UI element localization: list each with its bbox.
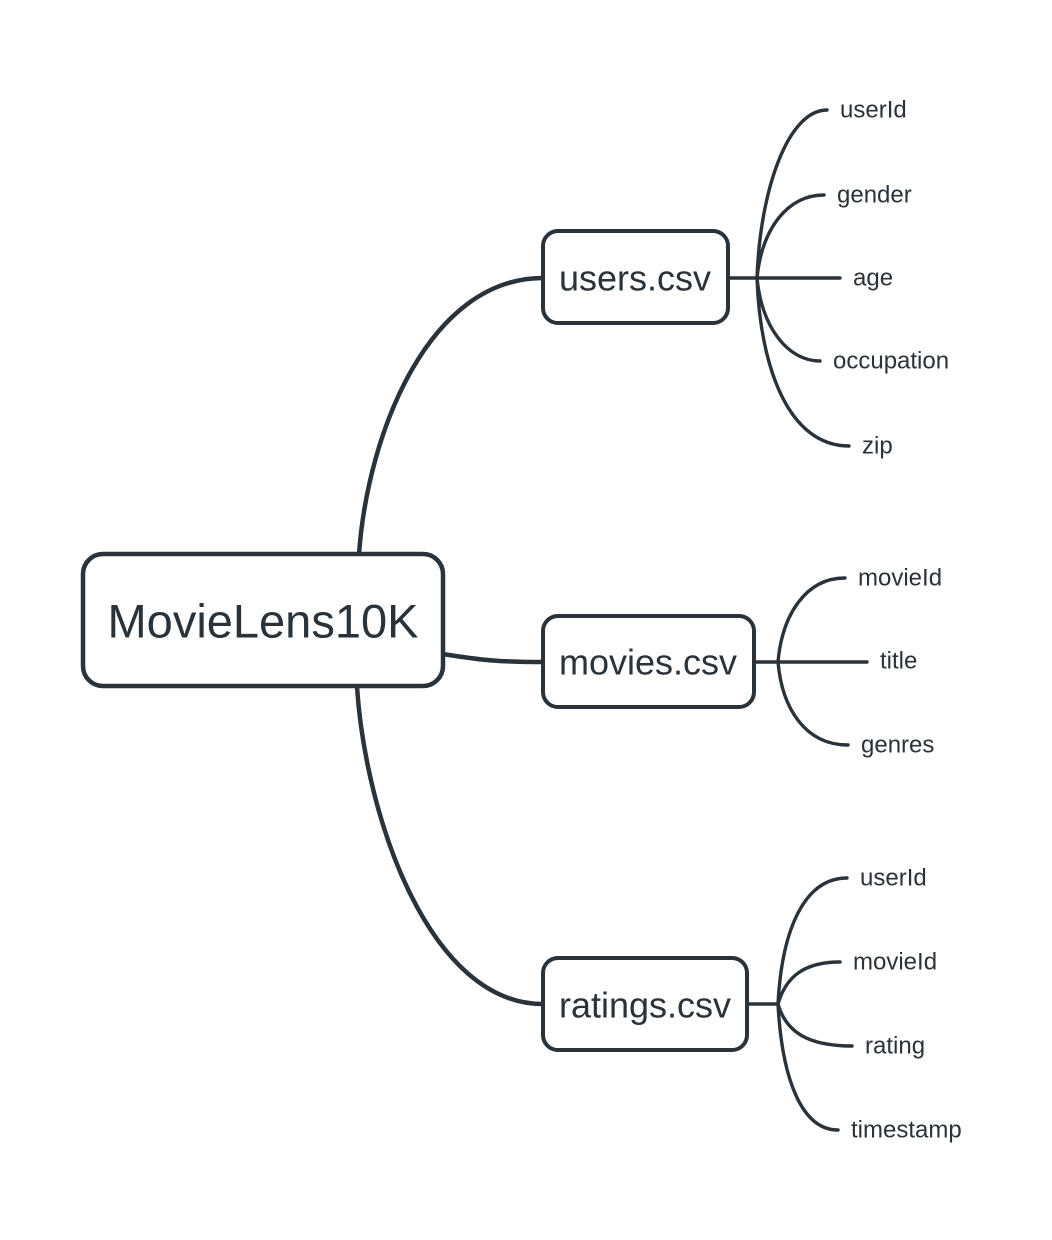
edge-users-zip bbox=[755, 276, 851, 448]
leaf-users-zip: zip bbox=[862, 433, 893, 460]
edge-movies-movieid bbox=[776, 576, 847, 664]
root-node-label: MovieLens10K bbox=[108, 595, 419, 648]
ratings-fan-edges bbox=[745, 876, 854, 1132]
root-node-box bbox=[80, 551, 446, 689]
node-root: MovieLens10K bbox=[80, 551, 446, 689]
movies-node-box bbox=[541, 614, 756, 709]
leaf-ratings-rating: rating bbox=[865, 1033, 925, 1060]
users-fan-edges bbox=[726, 108, 851, 448]
edge-users-gender bbox=[755, 193, 826, 280]
edge-users-occupation bbox=[755, 276, 822, 363]
leaf-users-gender: gender bbox=[837, 182, 912, 209]
edge-ratings-rating bbox=[776, 1002, 854, 1048]
leaf-ratings-movieid: movieId bbox=[853, 949, 937, 976]
root-edges bbox=[354, 275, 546, 1007]
node-ratings-csv: ratings.csv bbox=[541, 956, 749, 1052]
edge-root-movies bbox=[440, 651, 546, 665]
users-node-label: users.csv bbox=[559, 258, 711, 299]
leaf-movies-movieid: movieId bbox=[858, 565, 942, 592]
leaf-movies-title: title bbox=[880, 648, 917, 675]
leaf-movies-genres: genres bbox=[861, 732, 934, 759]
edge-ratings-timestamp bbox=[776, 1002, 840, 1132]
ratings-leaf-labels: userId movieId rating timestamp bbox=[851, 865, 962, 1144]
edge-users-userid bbox=[755, 108, 829, 280]
movies-node-label: movies.csv bbox=[559, 642, 737, 683]
users-leaf-labels: userId gender age occupation zip bbox=[833, 97, 949, 460]
edge-root-users bbox=[356, 275, 546, 557]
edge-ratings-userid bbox=[776, 876, 849, 1006]
leaf-users-userid: userId bbox=[840, 97, 907, 124]
leaf-ratings-userid: userId bbox=[860, 865, 927, 892]
movies-leaf-labels: movieId title genres bbox=[858, 565, 942, 759]
edge-ratings-movieid bbox=[776, 960, 842, 1006]
movies-fan-edges bbox=[752, 576, 869, 747]
users-node-box bbox=[541, 229, 730, 325]
node-movies-csv: movies.csv bbox=[541, 614, 756, 709]
leaf-users-occupation: occupation bbox=[833, 348, 949, 375]
edge-root-ratings bbox=[354, 684, 546, 1007]
leaf-users-age: age bbox=[853, 265, 893, 292]
edge-movies-genres bbox=[776, 660, 850, 747]
leaf-ratings-timestamp: timestamp bbox=[851, 1117, 962, 1144]
ratings-node-label: ratings.csv bbox=[559, 985, 731, 1026]
ratings-node-box bbox=[541, 956, 749, 1052]
node-users-csv: users.csv bbox=[541, 229, 730, 325]
